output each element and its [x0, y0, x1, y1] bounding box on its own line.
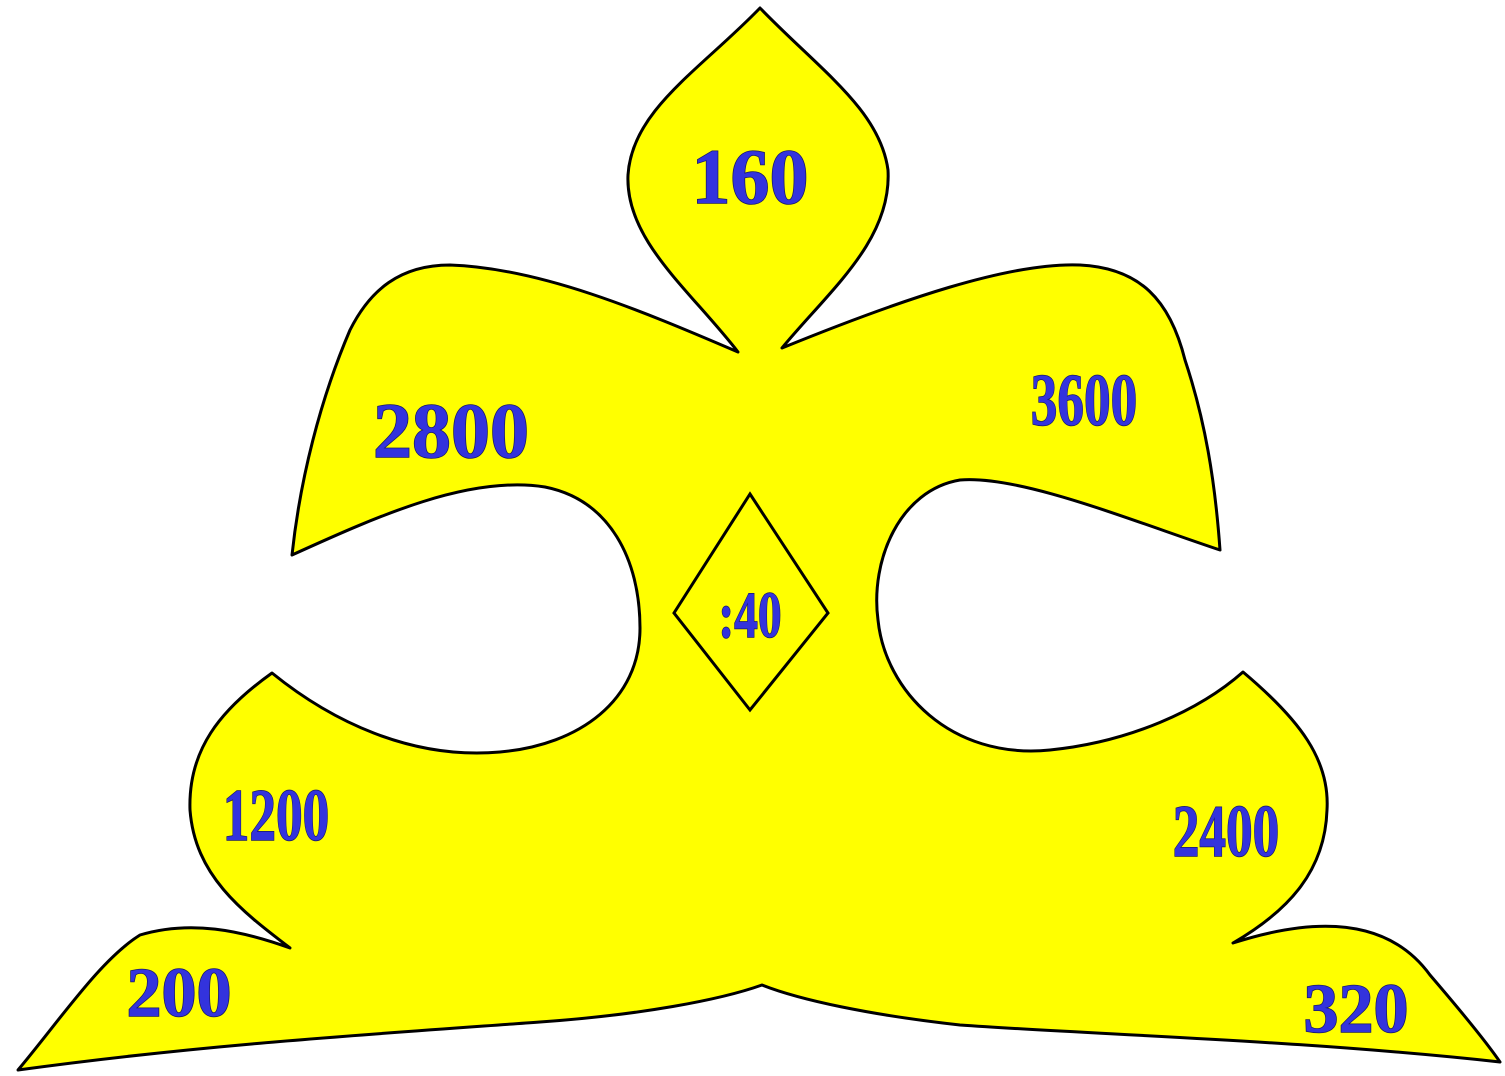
number-middle-left: 1200 [223, 775, 330, 856]
number-upper-left: 2800 [373, 387, 529, 474]
operator-label: :40 [718, 580, 781, 652]
number-upper-right: 3600 [1031, 360, 1138, 441]
number-bottom-right: 320 [1304, 971, 1409, 1048]
number-top: 160 [692, 133, 809, 220]
number-middle-right: 2400 [1173, 791, 1280, 872]
number-bottom-left: 200 [127, 955, 232, 1032]
